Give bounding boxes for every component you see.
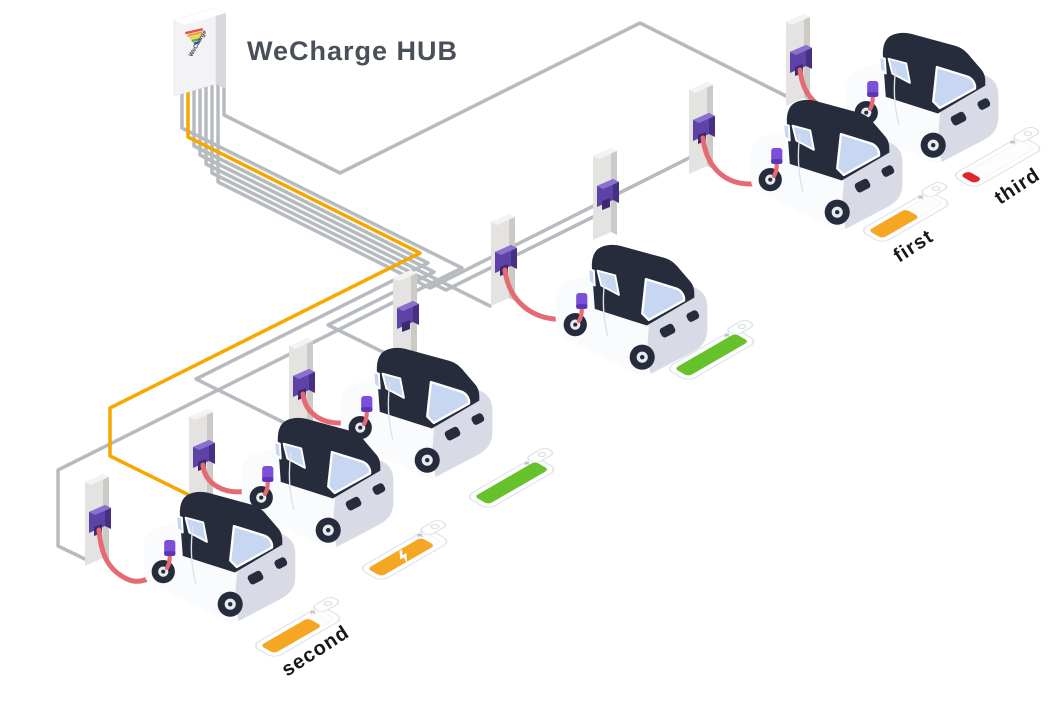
- cable-power-orange: [108, 82, 422, 498]
- cable-to-station-6: [192, 82, 430, 428]
- charging-station-3: [593, 148, 619, 240]
- page-title: WeCharge HUB: [247, 36, 458, 66]
- cable-to-station-8: [56, 82, 464, 562]
- battery-fill-second: [262, 619, 320, 653]
- hub-top: [174, 8, 226, 25]
- cable-to-station-3: [210, 82, 597, 292]
- battery-fill-center: [676, 334, 747, 376]
- charging-station-7: [189, 409, 215, 501]
- battery-indicator-third: [947, 125, 1051, 190]
- hub-side: [216, 8, 226, 89]
- battery-indicator-left-back: [461, 446, 572, 511]
- hub-box: WeCharge: [173, 7, 226, 97]
- battery-indicator-second: [247, 595, 358, 660]
- charging-bolt-icon: [399, 549, 408, 564]
- cable-to-station-4: [204, 82, 492, 308]
- battery-fill-first: [870, 210, 918, 238]
- battery-indicator-center: [661, 318, 772, 383]
- charging-station-8: [85, 474, 111, 566]
- car-charged-center: [556, 245, 708, 375]
- battery-indicator-first: [855, 180, 966, 245]
- battery-fill-left-back: [476, 462, 547, 504]
- hub-cable-network: [56, 21, 790, 562]
- cable-to-station-5: [198, 82, 436, 360]
- battery-indicator-charging: [354, 518, 465, 583]
- battery-fill-third: [962, 172, 981, 183]
- charging-station-6: [289, 338, 315, 430]
